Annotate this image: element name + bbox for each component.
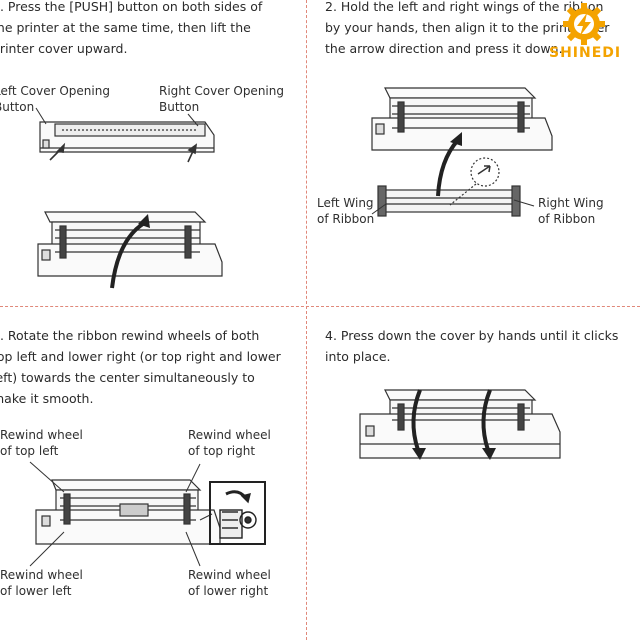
step4-line-1: 4. Press down the cover by hands until i… xyxy=(325,328,619,343)
right-cover-button-label-1: Right Cover Opening xyxy=(159,84,284,98)
logo-text: SHINEDI xyxy=(549,45,622,61)
step3-line-4: make it smooth. xyxy=(0,391,94,406)
step2-line-2: by your hands, then align it to the prin… xyxy=(325,20,610,35)
step1-printer-closed xyxy=(39,121,215,153)
ribbon-cartridge xyxy=(371,157,535,217)
wheel-top-left-label-1: Rewind wheel xyxy=(0,428,83,442)
wheel-top-left-label-2: of top left xyxy=(0,444,59,458)
step4-arrowhead-left xyxy=(412,448,426,460)
step2-line-3: the arrow direction and press it down. xyxy=(325,41,563,56)
vertical-divider xyxy=(306,0,307,640)
right-wing-label-1: Right Wing xyxy=(538,196,604,210)
step1-line-1: 1. Press the [PUSH] button on both sides… xyxy=(0,0,263,14)
right-wing-label-2: of Ribbon xyxy=(538,212,596,226)
wheel-lower-left-label-1: Rewind wheel xyxy=(0,568,83,582)
wheel-lower-right-label-1: Rewind wheel xyxy=(188,568,271,582)
left-wing-label-1: Left Wing xyxy=(317,196,374,210)
step2-insert-arrowhead xyxy=(450,132,462,146)
step4-line-2: into place. xyxy=(325,349,391,364)
left-wing-label-2: of Ribbon xyxy=(317,212,375,226)
step4-press-arrows xyxy=(411,389,492,451)
step1-line-2: the printer at the same time, then lift … xyxy=(0,20,251,35)
wheel-top-right-label-2: of top right xyxy=(188,444,256,458)
step2-line-1: 2. Hold the left and right wings of the … xyxy=(325,0,604,14)
step4-arrowhead-right xyxy=(482,448,496,460)
step4-printer xyxy=(359,389,561,459)
left-cover-button-label-2: Button xyxy=(0,100,35,114)
step1-line-3: printer cover upward. xyxy=(0,41,128,56)
wheel-lower-right-label-2: of lower right xyxy=(188,584,269,598)
step1-push-arrows xyxy=(35,107,199,163)
horizontal-divider xyxy=(0,306,640,307)
left-cover-button-label-1: Left Cover Opening xyxy=(0,84,110,98)
step3-line-1: 3. Rotate the ribbon rewind wheels of bo… xyxy=(0,328,260,343)
step1-printer-open xyxy=(37,211,223,277)
right-cover-button-label-2: Button xyxy=(159,100,200,114)
wheel-top-right-label-1: Rewind wheel xyxy=(188,428,271,442)
step3-printer-open xyxy=(29,461,221,567)
wheel-detail-inset xyxy=(209,481,266,545)
step1-lift-arrowhead xyxy=(138,214,150,228)
wheel-lower-left-label-2: of lower left xyxy=(0,584,72,598)
step1-lift-arrow xyxy=(110,220,148,289)
step3-line-2: top left and lower right (or top right a… xyxy=(0,349,281,364)
step3-line-3: left) towards the center simultaneously … xyxy=(0,370,255,385)
